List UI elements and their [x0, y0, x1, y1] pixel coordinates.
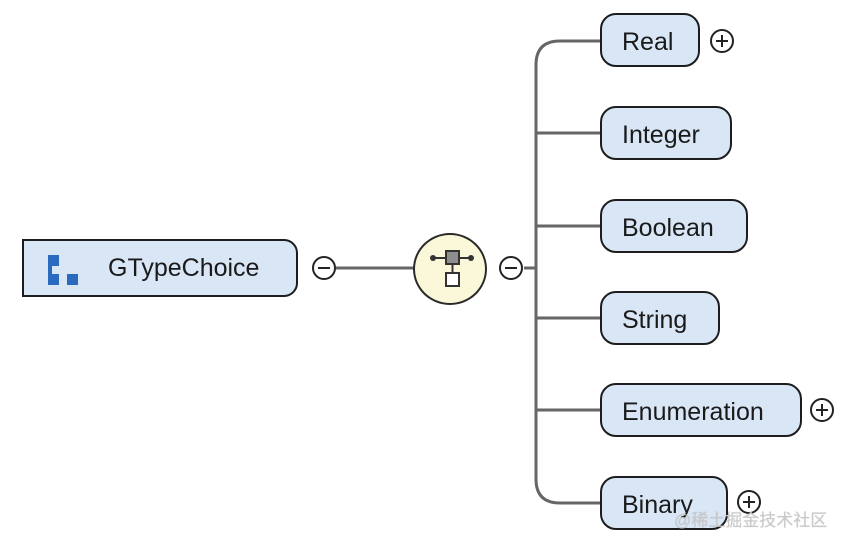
enumeration-expand-icon[interactable] — [810, 398, 834, 422]
child-element-label: Enumeration — [622, 398, 764, 426]
compositor-collapse-icon[interactable] — [499, 256, 523, 280]
watermark-text: @稀土掘金技术社区 — [674, 511, 828, 530]
child-element-label: Real — [622, 28, 674, 56]
child-element-integer[interactable]: Integer — [600, 106, 732, 160]
root-element-node[interactable]: GTypeChoice — [22, 239, 298, 297]
root-collapse-icon[interactable] — [312, 256, 336, 280]
child-element-boolean[interactable]: Boolean — [600, 199, 748, 253]
child-element-label: Integer — [622, 121, 700, 149]
real-expand-icon[interactable] — [710, 29, 734, 53]
child-element-label: String — [622, 306, 688, 334]
child-element-binary[interactable]: Binary — [600, 476, 728, 530]
child-element-label: Binary — [622, 491, 693, 519]
trunk-line — [534, 39, 600, 505]
child-element-label: Boolean — [622, 214, 714, 242]
binary-expand-icon[interactable] — [737, 490, 761, 514]
child-element-string[interactable]: String — [600, 291, 720, 345]
child-element-enumeration[interactable]: Enumeration — [600, 383, 802, 437]
child-element-real[interactable]: Real — [600, 13, 700, 67]
element-type-icon — [48, 255, 80, 287]
choice-compositor-node[interactable] — [413, 233, 487, 305]
root-element-label: GTypeChoice — [108, 254, 260, 282]
choice-compositor-icon — [430, 250, 474, 287]
